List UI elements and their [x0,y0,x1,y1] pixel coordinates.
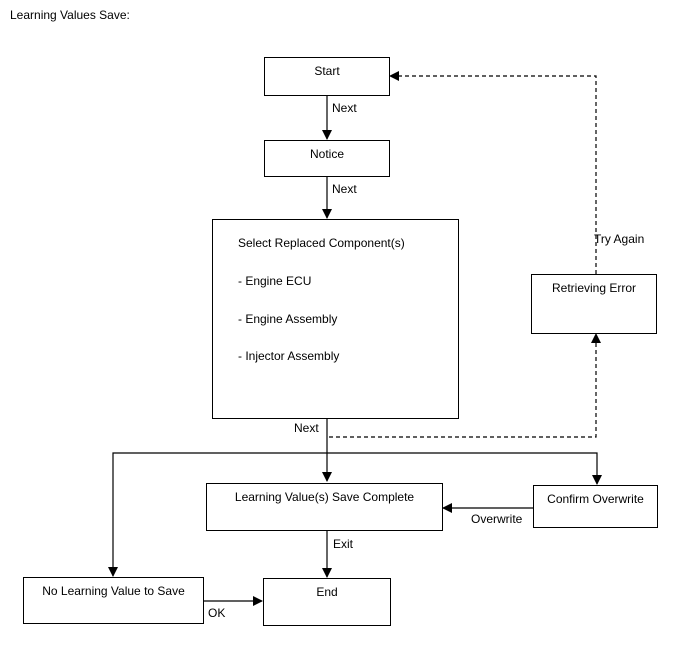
save-complete-box: Learning Value(s) Save Complete [206,483,443,531]
dashed-arrow-try-again [389,71,597,274]
diagram-title: Learning Values Save: [10,8,130,22]
save-complete-label: Learning Value(s) Save Complete [234,490,415,504]
end-label: End [316,585,338,599]
edge-label-exit: Exit [333,537,354,551]
edge-label-ok: OK [208,606,226,620]
start-box: Start [264,57,390,96]
select-components-title: Select Replaced Component(s) [238,236,405,250]
end-box: End [263,578,391,626]
retrieving-error-label: Retrieving Error [551,281,637,295]
edge-label-next-2: Next [332,182,357,196]
edge-label-next-3: Next [294,421,319,435]
edge-label-try-again: Try Again [594,232,645,246]
no-learning-value-box: No Learning Value to Save [23,577,204,624]
select-components-box [212,219,459,419]
component-item-engine-assembly: - Engine Assembly [238,312,338,326]
component-item-injector-assembly: - Injector Assembly [238,349,340,363]
no-learning-value-label: No Learning Value to Save [42,584,185,598]
edge-label-overwrite: Overwrite [471,512,523,526]
notice-label: Notice [309,147,344,161]
branch-line-right [327,452,602,485]
confirm-overwrite-box: Confirm Overwrite [533,485,658,528]
retrieving-error-box: Retrieving Error [531,274,657,334]
notice-box: Notice [264,140,390,177]
dashed-arrow-to-retrieving-error [329,333,601,438]
start-label: Start [314,64,340,78]
component-item-engine-ecu: - Engine ECU [238,274,312,288]
branch-line-left [108,452,327,577]
confirm-overwrite-label: Confirm Overwrite [547,492,644,506]
edge-label-next-1: Next [332,101,357,115]
